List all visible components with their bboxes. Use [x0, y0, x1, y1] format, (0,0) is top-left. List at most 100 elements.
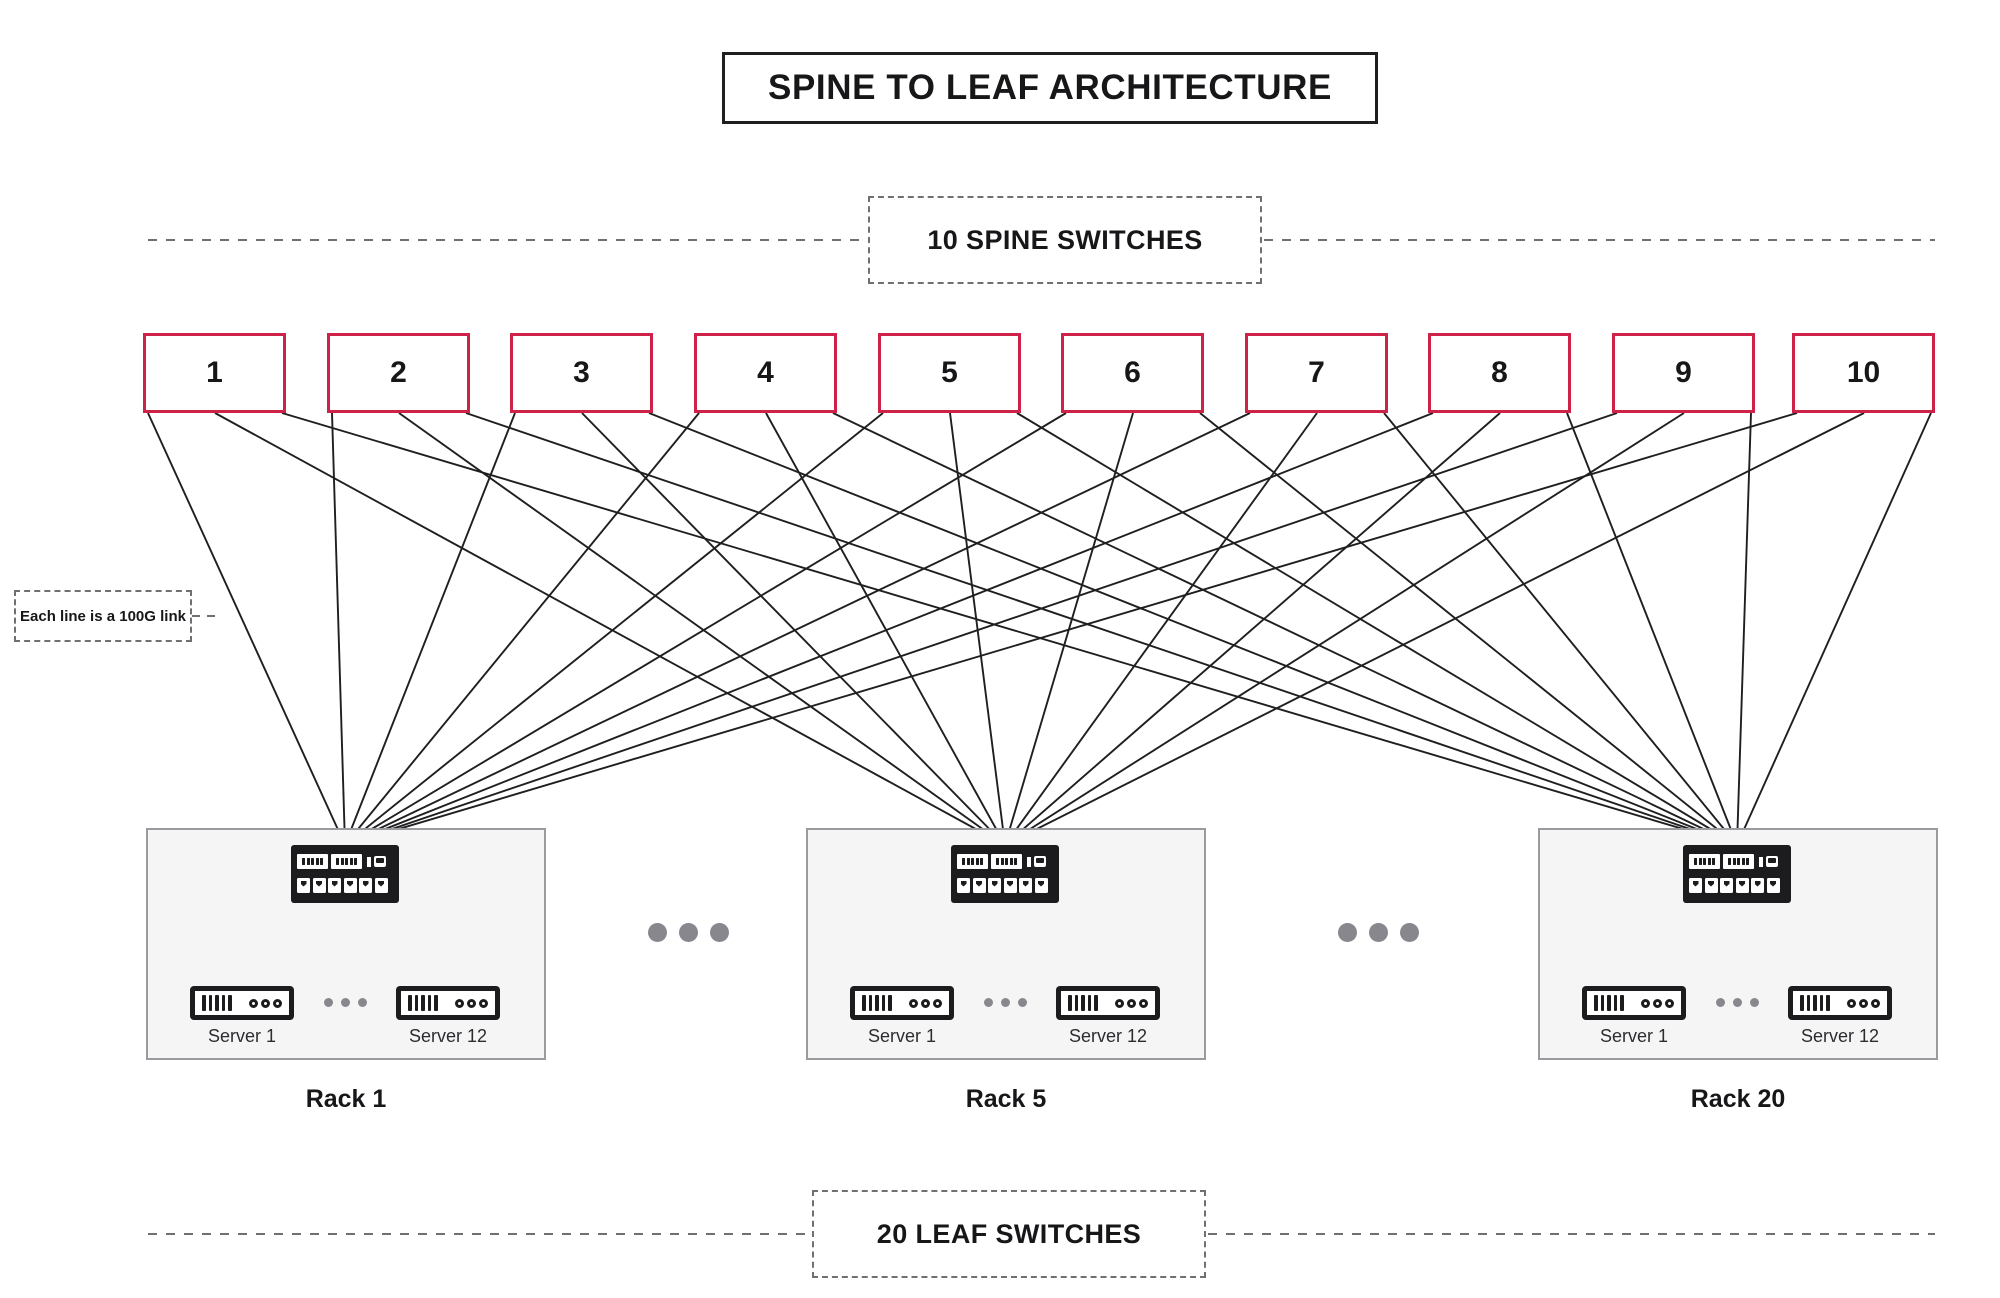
- server-icon-rack-1-last[interactable]: [396, 986, 500, 1020]
- rj45-port-icon: [988, 877, 1001, 893]
- spine-switch-4[interactable]: 4: [694, 333, 837, 413]
- spine-switch-label: 9: [1675, 356, 1692, 389]
- spine-switch-label: 2: [390, 356, 407, 389]
- rj45-port-icon: [1735, 877, 1749, 893]
- diagram-title-box: SPINE TO LEAF ARCHITECTURE: [722, 52, 1378, 124]
- rack-label-20: Rack 20: [1690, 1085, 1786, 1113]
- sfp-port-block: [1689, 854, 1720, 869]
- leaf-switch-icon-rack-20[interactable]: [1683, 845, 1791, 903]
- server-icon-rack-1-first[interactable]: [190, 986, 294, 1020]
- server-icon-rack-20-first[interactable]: [1582, 986, 1686, 1020]
- status-led-icon: [367, 856, 371, 867]
- spine-switch-9[interactable]: 9: [1612, 333, 1755, 413]
- server-ellipsis-rack-1: [324, 998, 367, 1007]
- status-led-icon: [1027, 856, 1031, 867]
- rj45-port-icon: [312, 877, 326, 893]
- spine-switch-label: 8: [1491, 356, 1508, 389]
- spine-switch-label: 7: [1308, 356, 1325, 389]
- link-s4-r20: [832, 412, 1738, 846]
- switch-top-row: [1689, 851, 1785, 872]
- link-s4-r1: [344, 412, 700, 846]
- server-label-rack-5-first: Server 1: [867, 1026, 937, 1046]
- rj45-port-icon: [343, 877, 357, 893]
- spine-leaf-links: [147, 412, 1932, 846]
- server-indicator-dots-icon: [1847, 998, 1880, 1008]
- server-indicator-dots-icon: [909, 998, 942, 1008]
- server-label-rack-20-last: Server 12: [1800, 1026, 1880, 1046]
- spine-switch-8[interactable]: 8: [1428, 333, 1571, 413]
- server-indicator-dots-icon: [1115, 998, 1148, 1008]
- server-indicator-dots-icon: [1641, 998, 1674, 1008]
- spine-switch-7[interactable]: 7: [1245, 333, 1388, 413]
- server-indicator-dots-icon: [249, 998, 282, 1008]
- rj45-port-icon: [1034, 877, 1048, 893]
- link-s7-r20: [1383, 412, 1738, 846]
- spine-switch-2[interactable]: 2: [327, 333, 470, 413]
- sfp-port-block: [1723, 854, 1754, 869]
- spine-switch-3[interactable]: 3: [510, 333, 653, 413]
- rj45-port-icon: [972, 877, 986, 893]
- server-label-rack-1-last: Server 12: [408, 1026, 488, 1046]
- server-indicator-dots-icon: [455, 998, 488, 1008]
- link-s10-r20: [1736, 412, 1932, 846]
- server-ellipsis-rack-20: [1716, 998, 1759, 1007]
- leaf-switch-icon-rack-5[interactable]: [951, 845, 1059, 903]
- rack-ellipsis-left: [648, 923, 729, 942]
- link-s1-r5: [214, 412, 1006, 846]
- switch-top-row: [297, 851, 393, 872]
- link-s5-r20: [1016, 412, 1738, 846]
- spine-band-label: 10 SPINE SWITCHES: [868, 196, 1262, 284]
- spine-switch-label: 3: [573, 356, 590, 389]
- rj45-port-icon: [957, 877, 970, 893]
- link-s3-r20: [648, 412, 1738, 846]
- server-drive-bars-icon: [1594, 995, 1624, 1011]
- server-label-rack-20-first: Server 1: [1599, 1026, 1669, 1046]
- rj45-port-icon: [1689, 877, 1702, 893]
- link-s8-r20: [1566, 412, 1738, 846]
- link-s7-r5: [1004, 412, 1318, 846]
- server-drive-bars-icon: [408, 995, 438, 1011]
- switch-bottom-row: [957, 875, 1053, 895]
- server-icon-rack-5-first[interactable]: [850, 986, 954, 1020]
- console-port-icon: [1034, 856, 1046, 867]
- rack-label-1: Rack 1: [305, 1085, 387, 1113]
- link-s6-r1: [344, 412, 1067, 846]
- server-drive-bars-icon: [862, 995, 892, 1011]
- switch-bottom-row: [1689, 875, 1785, 895]
- spine-band-label-text: 10 SPINE SWITCHES: [927, 224, 1203, 255]
- sfp-port-block: [297, 854, 328, 869]
- spine-switch-5[interactable]: 5: [878, 333, 1021, 413]
- spine-switch-label: 10: [1846, 356, 1881, 389]
- spine-switch-6[interactable]: 6: [1061, 333, 1204, 413]
- spine-switch-10[interactable]: 10: [1792, 333, 1935, 413]
- link-s4-r5: [765, 412, 1006, 846]
- rj45-port-icon: [1704, 877, 1718, 893]
- rj45-port-icon: [297, 877, 310, 893]
- server-drive-bars-icon: [1800, 995, 1830, 1011]
- link-speed-note-text: Each line is a 100G link: [20, 607, 186, 625]
- switch-top-row: [957, 851, 1053, 872]
- spine-switch-1[interactable]: 1: [143, 333, 286, 413]
- server-drive-bars-icon: [1068, 995, 1098, 1011]
- rj45-port-icon: [1751, 877, 1764, 893]
- link-s5-r5: [949, 412, 1006, 846]
- server-label-rack-5-last: Server 12: [1068, 1026, 1148, 1046]
- spine-switch-label: 4: [757, 356, 774, 389]
- link-s6-r20: [1199, 412, 1738, 846]
- link-s10-r5: [1004, 412, 1865, 846]
- rj45-port-icon: [359, 877, 372, 893]
- server-ellipsis-rack-5: [984, 998, 1027, 1007]
- server-drive-bars-icon: [202, 995, 232, 1011]
- server-icon-rack-20-last[interactable]: [1788, 986, 1892, 1020]
- page-title: SPINE TO LEAF ARCHITECTURE: [768, 68, 1332, 107]
- rj45-port-icon: [374, 877, 388, 893]
- link-s5-r1: [344, 412, 884, 846]
- switch-bottom-row: [297, 875, 393, 895]
- link-s2-r1: [331, 412, 346, 846]
- leaf-switch-icon-rack-1[interactable]: [291, 845, 399, 903]
- link-s3-r5: [581, 412, 1006, 846]
- server-icon-rack-5-last[interactable]: [1056, 986, 1160, 1020]
- link-s3-r1: [344, 412, 516, 846]
